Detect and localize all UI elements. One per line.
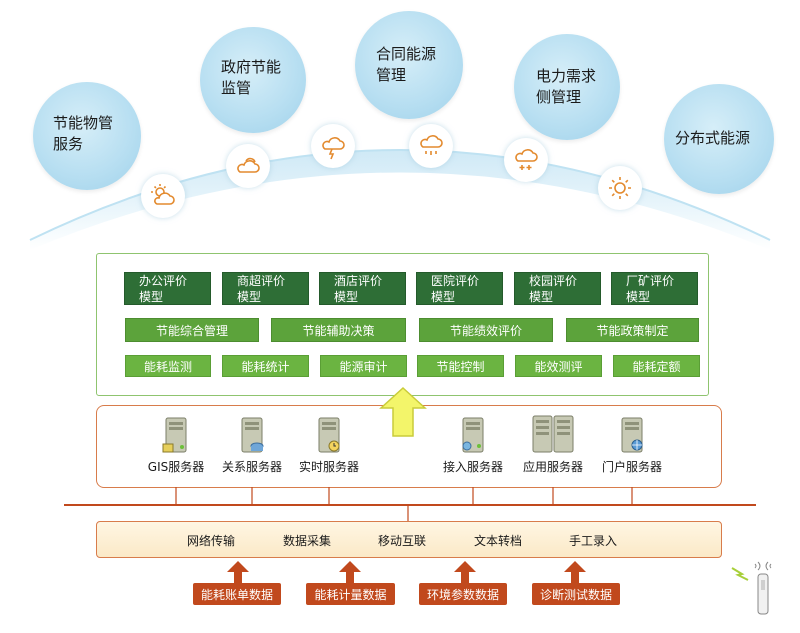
- realtime-server[interactable]: 实时服务器: [289, 416, 369, 475]
- access-server-label: 接入服务器: [442, 460, 503, 474]
- relational-server-label: 关系服务器: [221, 460, 282, 474]
- model-office-button[interactable]: 办公评价模型: [124, 272, 211, 305]
- service-bubble-government: [200, 27, 306, 133]
- up-arrow-icon: [379, 386, 427, 437]
- service-bubble-contract: [355, 11, 463, 119]
- input-manual-entry[interactable]: 手工录入: [569, 534, 618, 548]
- partly-cloudy-icon: [141, 174, 185, 218]
- source-environment-params[interactable]: 环境参数数据: [419, 583, 507, 605]
- sky-arc: [29, 149, 771, 250]
- service-bubble-demand: [514, 34, 620, 140]
- access-server[interactable]: 接入服务器: [433, 416, 513, 475]
- service-label-demand: 电力需求侧管理: [536, 67, 597, 106]
- input-data-collection[interactable]: 数据采集: [283, 534, 332, 548]
- gis-server[interactable]: GIS服务器: [136, 416, 216, 475]
- snow-icon: [504, 138, 548, 182]
- rain-icon: [409, 124, 453, 168]
- portal-server-label: 门户服务器: [601, 460, 662, 474]
- relational-server[interactable]: 关系服务器: [212, 416, 292, 475]
- performance-evaluation-button[interactable]: 节能绩效评价: [419, 318, 553, 342]
- server-icon: [318, 417, 340, 453]
- server-icon: [462, 417, 484, 453]
- model-hospital-button[interactable]: 医院评价模型: [416, 272, 503, 305]
- energy-monitoring-button[interactable]: 能耗监测: [125, 355, 211, 377]
- service-label-property: 节能物管服务: [53, 114, 114, 153]
- gis-server-label: GIS服务器: [147, 460, 205, 474]
- up-arrow-icon: [339, 561, 361, 583]
- server-icon: [241, 417, 264, 453]
- efficiency-assessment-button[interactable]: 能效测评: [515, 355, 602, 377]
- model-factory-button[interactable]: 厂矿评价模型: [611, 272, 698, 305]
- energy-statistics-button[interactable]: 能耗统计: [222, 355, 309, 377]
- realtime-server-label: 实时服务器: [298, 460, 359, 474]
- thunderstorm-icon: [311, 124, 355, 168]
- cloudy-icon: [226, 144, 270, 188]
- source-diagnostic-test[interactable]: 诊断测试数据: [532, 583, 620, 605]
- up-arrow-icon: [564, 561, 586, 583]
- energy-control-button[interactable]: 节能控制: [417, 355, 504, 377]
- service-bubble-distributed: [664, 84, 774, 194]
- input-network-transfer[interactable]: 网络传输: [187, 534, 236, 548]
- model-mall-button[interactable]: 商超评价模型: [222, 272, 309, 305]
- wireless-device-icon: [731, 561, 772, 615]
- energy-audit-button[interactable]: 能源审计: [320, 355, 407, 377]
- sun-icon: [598, 166, 642, 210]
- server-icon: [621, 417, 643, 453]
- up-arrow-icon: [227, 561, 249, 583]
- comprehensive-management-button[interactable]: 节能综合管理: [125, 318, 259, 342]
- up-arrow-icon: [454, 561, 476, 583]
- input-mobile-internet[interactable]: 移动互联: [378, 534, 427, 548]
- application-server[interactable]: 应用服务器: [513, 412, 593, 475]
- service-label-contract: 合同能源管理: [376, 45, 437, 84]
- decision-support-button[interactable]: 节能辅助决策: [271, 318, 406, 342]
- service-label-distributed: 分布式能源: [675, 129, 751, 147]
- server-icon: [162, 417, 187, 453]
- model-hotel-button[interactable]: 酒店评价模型: [319, 272, 406, 305]
- policy-making-button[interactable]: 节能政策制定: [566, 318, 699, 342]
- server-cluster-icon: [532, 415, 574, 453]
- energy-quota-button[interactable]: 能耗定额: [613, 355, 700, 377]
- application-server-label: 应用服务器: [522, 460, 583, 474]
- service-label-government: 政府节能监管: [221, 58, 282, 97]
- model-campus-button[interactable]: 校园评价模型: [514, 272, 601, 305]
- source-energy-metering[interactable]: 能耗计量数据: [306, 583, 395, 605]
- input-text-conversion[interactable]: 文本转档: [474, 534, 523, 548]
- data-input-layer-frame: [96, 521, 722, 558]
- network-bus: [64, 487, 756, 521]
- source-energy-bill[interactable]: 能耗账单数据: [193, 583, 281, 605]
- portal-server[interactable]: 门户服务器: [592, 416, 672, 475]
- service-bubble-property: [33, 82, 141, 190]
